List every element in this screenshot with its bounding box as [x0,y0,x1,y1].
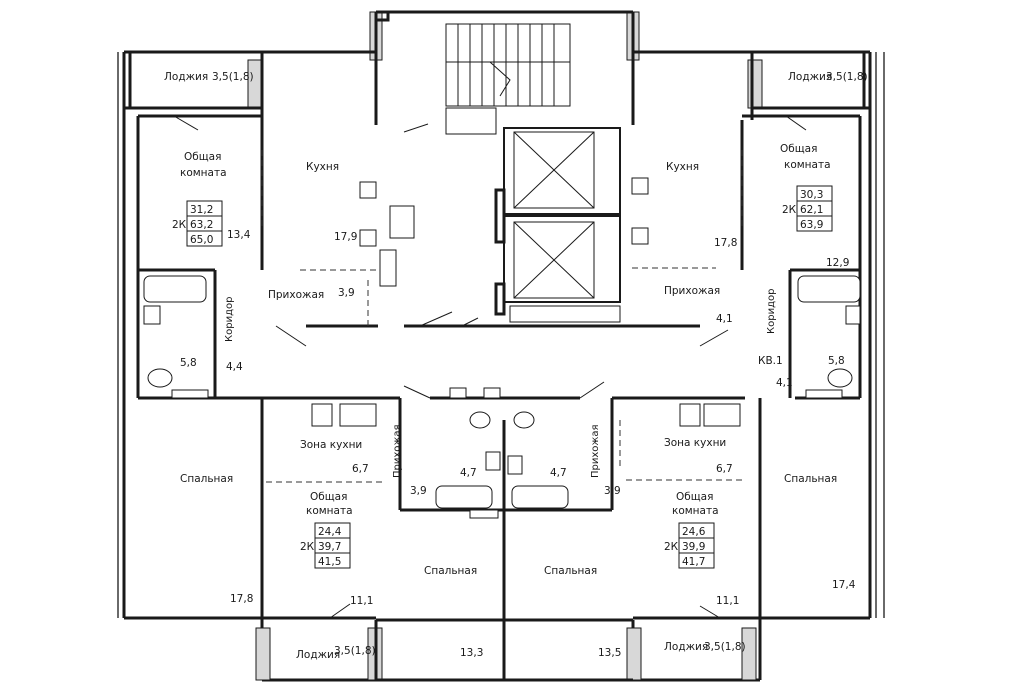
bed-l-label: Спальная [180,473,233,485]
common-br-line2: комната [672,505,719,517]
walls [117,10,885,682]
bath-r-area: 5,8 [828,355,845,367]
apt-label-r: КВ.1 [758,355,783,367]
common-tl-line2: комната [180,167,227,179]
staircase [445,23,571,135]
bed-cr-label: Спальная [544,565,597,577]
hall-cl-label: Прихожая [392,424,403,478]
hall-cr-label: Прихожая [590,424,601,478]
apt-total-tr: 62,1 [800,204,823,216]
apt-type-tr: 2К [782,204,797,216]
hall-cl-area: 3,9 [410,485,427,497]
loggia-tl-label: Лоджия [164,71,208,83]
apt-total-tl: 63,2 [190,219,213,231]
common-br-area: 11,1 [716,595,739,607]
fixtures [143,177,861,519]
common-bl-line2: комната [306,505,353,517]
apt-total-loggia-tr: 63,9 [800,219,823,231]
kitchen-tr-area: 17,8 [714,237,737,249]
kitchen-tl-label: Кухня [306,161,339,173]
hall-l-label: Прихожая [268,289,324,301]
apt-total-br: 39,9 [682,541,705,553]
kzone-l-label: Зона кухни [300,439,362,451]
bed-r-area: 17,4 [832,579,856,591]
bath-cl-area: 4,7 [460,467,477,479]
bath-l-area: 5,8 [180,357,197,369]
common-tr-area: 12,9 [826,257,849,269]
zone-lines [261,150,743,483]
kitchen-tr-label: Кухня [666,161,699,173]
apt-living-tr: 30,3 [800,189,823,201]
bed-cl-area: 13,3 [460,647,483,659]
common-bl-area: 11,1 [350,595,373,607]
loggia-tl-area: 3,5(1,8) [212,71,254,83]
kzone-r-area: 6,7 [716,463,733,475]
common-tl-line1: Общая [184,151,221,163]
apt-living-bl: 24,4 [318,526,342,538]
area-box-br: 2К 24,6 39,9 41,7 [664,522,715,569]
corridor-l-area: 4,4 [226,361,243,373]
hall-l-area: 3,9 [338,287,355,299]
bath-cr-area: 4,7 [550,467,567,479]
hall-r-label: Прихожая [664,285,720,297]
common-tl-area: 13,4 [227,229,251,241]
apt-total-loggia-bl: 41,5 [318,556,341,568]
bed-l-area: 17,8 [230,593,253,605]
apt-total-loggia-tl: 65,0 [190,234,213,246]
apt-type-br: 2К [664,541,679,553]
bed-cl-label: Спальная [424,565,477,577]
apt-type-tl: 2К [172,219,187,231]
apt-living-tl: 31,2 [190,204,213,216]
loggia-br-label: Лоджия [664,641,708,653]
corridor-r-area: 4,1 [776,377,793,389]
loggia-br-area: 3,5(1,8) [704,641,746,653]
area-box-tr: 2К 30,3 62,1 63,9 [782,185,833,232]
area-box-tl: 2К 31,2 63,2 65,0 [172,200,223,247]
kzone-r-label: Зона кухни [664,437,726,449]
apt-type-bl: 2К [300,541,315,553]
kitchen-tl-area: 17,9 [334,231,357,243]
hall-r-area: 4,1 [716,313,733,325]
loggia-bl-area: 3,5(1,8) [334,645,376,657]
doors [173,115,807,619]
loggia-tr-area: 3,5(1,8) [826,71,868,83]
common-br-line1: Общая [676,491,713,503]
bed-cr-area: 13,5 [598,647,621,659]
loggia-bl-label: Лоджия [296,649,340,661]
common-bl-line1: Общая [310,491,347,503]
apt-living-br: 24,6 [682,526,706,538]
room-labels: Лоджия 3,5(1,8) Лоджия 3,5(1,8) Лоджия 3… [164,71,868,661]
elevators [494,127,621,323]
common-tr-line1: Общая [780,143,817,155]
bed-r-label: Спальная [784,473,837,485]
hall-cr-area: 3,9 [604,485,621,497]
corridor-r-label: Коридор [766,289,777,334]
apt-total-bl: 39,7 [318,541,341,553]
area-box-bl: 2К 24,4 39,7 41,5 [300,522,351,569]
apt-total-loggia-br: 41,7 [682,556,705,568]
loggia-tr-label: Лоджия [788,71,832,83]
common-tr-line2: комната [784,159,831,171]
corridor-l-label: Коридор [224,297,235,342]
kzone-l-area: 6,7 [352,463,369,475]
